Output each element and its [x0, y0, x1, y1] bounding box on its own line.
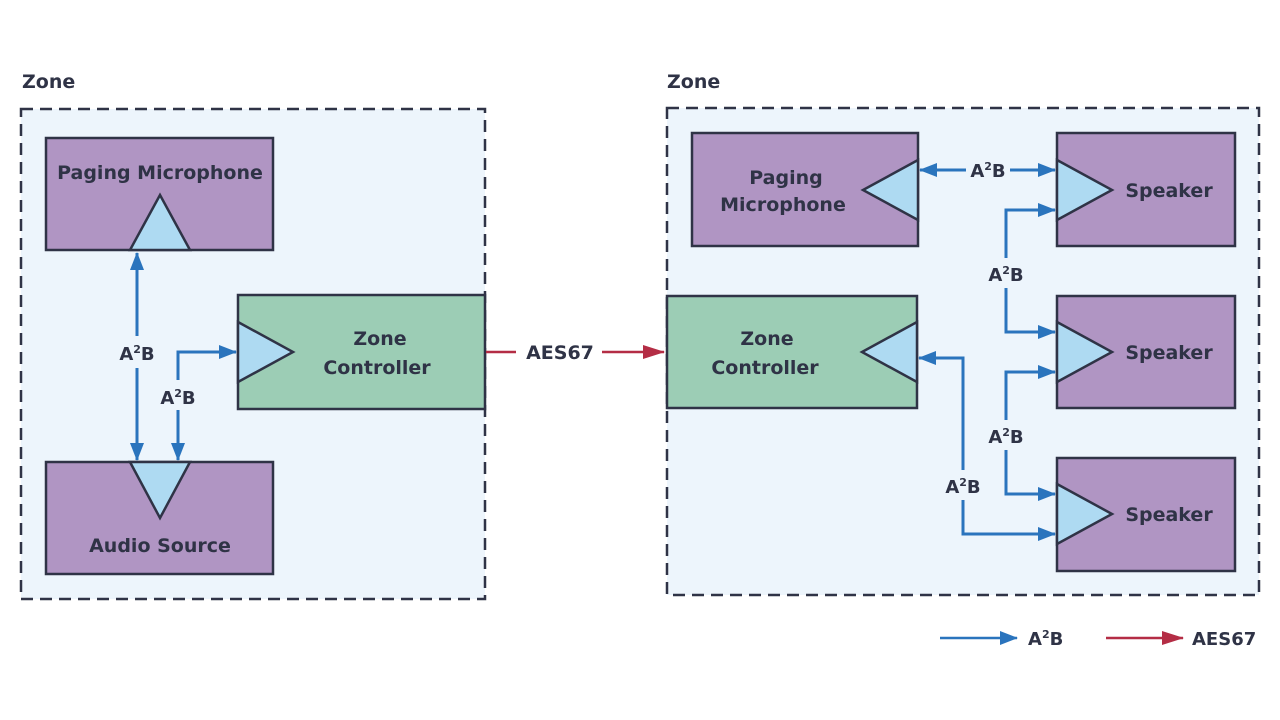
- speaker-1-label: Speaker: [1125, 180, 1213, 202]
- aes67-link: AES67: [486, 342, 665, 364]
- a2b-link-speaker2-to-speaker3: A2B: [988, 365, 1056, 501]
- zone-title-left: Zone: [22, 71, 75, 93]
- zone-controller-left-label-2: Controller: [323, 357, 431, 379]
- zone-controller-left[interactable]: Zone Controller: [236, 293, 487, 411]
- speaker-port-icon: [1055, 319, 1115, 385]
- a2b-link-source-to-controller: A2B: [160, 345, 237, 461]
- legend-aes67-label: AES67: [1192, 629, 1256, 650]
- zone-controller-right[interactable]: Zone Controller: [665, 294, 919, 410]
- zone-controller-right-label-2: Controller: [711, 357, 819, 379]
- a2b-label: A2B: [945, 476, 980, 498]
- speaker-3-label: Speaker: [1125, 504, 1213, 526]
- paging-microphone-left[interactable]: Paging Microphone: [44, 136, 275, 252]
- microphone-port-icon: [127, 192, 193, 252]
- microphone-port-icon: [860, 157, 920, 223]
- speaker-port-icon: [1055, 481, 1115, 547]
- legend-item-a2b: A2B: [940, 628, 1063, 650]
- audio-source-left[interactable]: Audio Source: [44, 460, 275, 576]
- a2b-link-controller-to-speaker3: A2B: [918, 351, 1056, 541]
- paging-microphone-right[interactable]: Paging Microphone: [690, 131, 920, 248]
- legend-a2b-label: A2B: [1028, 628, 1063, 650]
- a2b-label: A2B: [160, 387, 195, 409]
- zone-title-right: Zone: [667, 71, 720, 93]
- legend-item-aes67: AES67: [1106, 629, 1256, 650]
- audio-source-label: Audio Source: [89, 535, 231, 557]
- paging-microphone-right-label-2: Microphone: [720, 194, 846, 216]
- a2b-label: A2B: [970, 160, 1005, 182]
- zone-controller-left-label-1: Zone: [353, 328, 406, 350]
- controller-port-icon: [859, 319, 919, 385]
- legend: A2B AES67: [940, 628, 1256, 650]
- aes67-label: AES67: [526, 342, 594, 364]
- a2b-label: A2B: [119, 343, 154, 365]
- speaker-2-label: Speaker: [1125, 342, 1213, 364]
- paging-microphone-left-label: Paging Microphone: [57, 162, 263, 184]
- speaker-3[interactable]: Speaker: [1055, 456, 1237, 573]
- a2b-link-speaker1-to-speaker2: A2B: [988, 203, 1056, 339]
- controller-input-port-icon: [236, 319, 296, 385]
- a2b-label: A2B: [988, 426, 1023, 448]
- audio-source-port-icon: [127, 460, 193, 521]
- speaker-1[interactable]: Speaker: [1055, 131, 1237, 248]
- paging-microphone-right-label-1: Paging: [749, 167, 822, 189]
- zone-controller-right-label-1: Zone: [740, 328, 793, 350]
- speaker-2[interactable]: Speaker: [1055, 294, 1237, 410]
- a2b-label: A2B: [988, 264, 1023, 286]
- speaker-port-icon: [1055, 157, 1115, 223]
- a2b-link-mic-to-speaker: A2B: [919, 160, 1056, 182]
- a2b-link-mic-to-source: A2B: [119, 252, 155, 461]
